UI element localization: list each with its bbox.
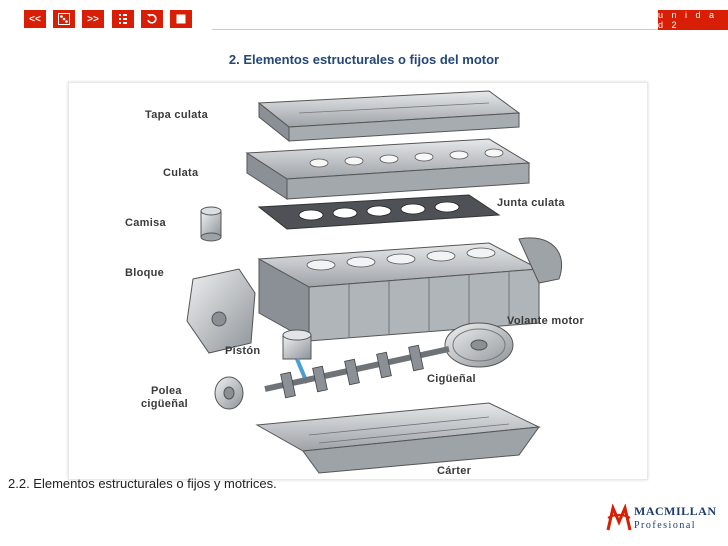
oil-pan-part — [255, 402, 541, 474]
label-pulley-line2: cigüeñal — [141, 398, 189, 410]
label-flywheel: Volante motor — [507, 315, 585, 327]
label-pulley-line1: Polea — [151, 385, 182, 397]
crankshaft-part — [264, 344, 450, 399]
logo-subtitle: Profesional — [634, 520, 697, 531]
valve-cover-part — [257, 90, 521, 143]
index-button[interactable] — [112, 10, 134, 28]
return-button[interactable] — [141, 10, 163, 28]
page-title: 2. Elementos estructurales o fijos del m… — [228, 52, 500, 67]
label-valve-cover: Tapa culata — [145, 109, 209, 121]
figure-caption: 2.2. Elementos estructurales o fijos y m… — [8, 476, 277, 491]
stop-button[interactable] — [170, 10, 192, 28]
label-crankshaft: Cigüeñal — [427, 373, 476, 385]
previous-button[interactable]: << — [24, 10, 46, 28]
engine-block-part — [186, 237, 563, 354]
label-cylinder-head: Culata — [163, 167, 199, 179]
head-gasket-part — [257, 194, 501, 230]
dice-button[interactable] — [53, 10, 75, 28]
top-navigation-bar: << >> u n i d a d 2 — [0, 0, 728, 36]
logo-name: MACMILLAN — [634, 504, 717, 518]
cylinder-head-part — [245, 138, 531, 200]
dice-icon — [58, 13, 70, 25]
engine-exploded-diagram: Tapa culata Culata Junta culata Camisa B… — [68, 82, 648, 480]
stop-icon — [175, 13, 187, 25]
unit-badge: u n i d a d 2 — [658, 10, 728, 30]
list-icon — [117, 13, 129, 25]
piston-part — [282, 329, 312, 384]
crank-pulley-part — [214, 376, 244, 410]
next-button[interactable]: >> — [82, 10, 104, 28]
label-piston: Pistón — [225, 345, 261, 357]
flywheel-part — [444, 322, 514, 368]
unit-label: u n i d a d 2 — [658, 10, 718, 30]
publisher-logo: MACMILLAN Profesional — [604, 498, 724, 542]
engine-illustration — [186, 90, 563, 474]
label-engine-block: Bloque — [125, 267, 165, 279]
label-head-gasket: Junta culata — [497, 197, 565, 209]
return-icon — [146, 13, 158, 25]
header-divider — [212, 10, 658, 30]
label-liner: Camisa — [125, 217, 166, 229]
cylinder-liner-part — [200, 206, 222, 242]
label-oil-pan: Cárter — [437, 465, 472, 477]
